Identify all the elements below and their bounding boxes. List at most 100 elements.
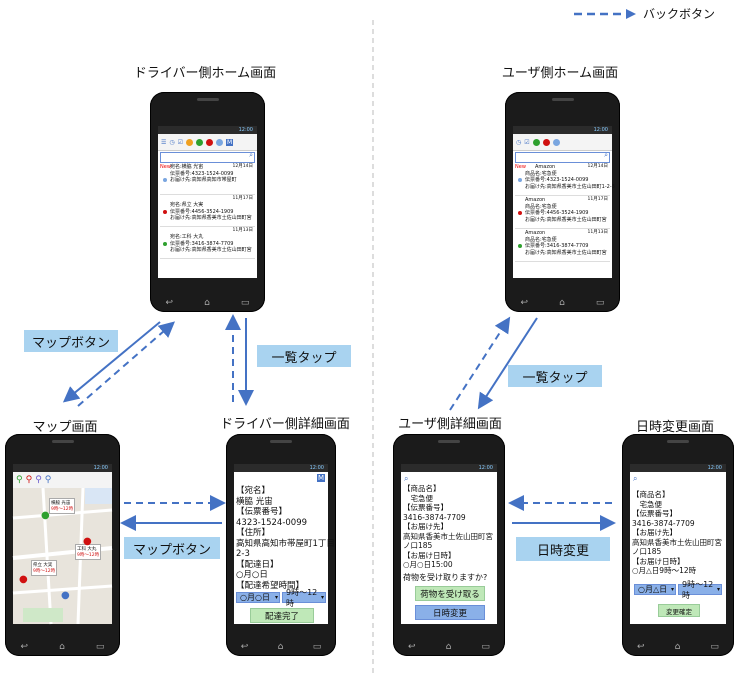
map-button-icon[interactable]: M xyxy=(316,474,325,482)
home-icon[interactable]: ⌂ xyxy=(559,298,565,308)
map-marker-icon[interactable]: ● xyxy=(83,536,92,547)
check-icon[interactable]: ☑ xyxy=(524,138,530,146)
label-list-tap-2: 一覧タップ xyxy=(508,365,602,387)
home-icon[interactable]: ⌂ xyxy=(204,298,210,308)
clock-icon[interactable]: ◷ xyxy=(516,138,522,146)
green-pin-icon[interactable]: ⚲ xyxy=(16,475,23,485)
home-icon[interactable]: ⌂ xyxy=(445,642,452,652)
check-icon[interactable]: ☑ xyxy=(177,138,184,146)
clock-icon[interactable]: ◷ xyxy=(169,138,175,146)
nav-bar: ↩ ⌂ ▭ xyxy=(5,638,120,656)
back-icon[interactable]: ↩ xyxy=(240,642,249,652)
red-pin-icon[interactable]: ⚲ xyxy=(25,475,33,485)
search-input[interactable] xyxy=(160,152,255,163)
red-filter-icon[interactable] xyxy=(206,138,214,146)
status-dot-icon xyxy=(518,211,522,215)
user-detail-text: 【商品名】 宅急便 【伝票番号】 3416-3874-7709 【お届け先】 高… xyxy=(403,484,493,569)
map-marker-icon[interactable]: ● xyxy=(19,574,28,585)
status-dot-icon xyxy=(518,244,522,248)
nav-bar: ↩ ⌂ ▭ xyxy=(150,294,265,312)
purple-pin-icon[interactable]: ⚲ xyxy=(35,475,42,485)
blue-pin-icon[interactable]: ⚲ xyxy=(44,475,52,485)
recent-apps-icon[interactable]: ▭ xyxy=(595,298,605,308)
recent-apps-icon[interactable]: ▭ xyxy=(481,642,490,652)
date-select[interactable]: ○月○日▾ xyxy=(236,592,280,603)
map-marker-icon[interactable]: ● xyxy=(61,590,70,601)
back-icon[interactable]: ↩ xyxy=(520,298,529,308)
title-driver-home: ドライバー側ホーム画面 xyxy=(133,66,277,81)
recent-apps-icon[interactable]: ▭ xyxy=(95,642,105,652)
user-detail-screen: 12:00 ⌕ 【商品名】 宅急便 【伝票番号】 3416-3874-7709 … xyxy=(401,464,497,624)
date-change-screen: 12:00 ⌕ 【商品名】 宅急便 【伝票番号】 3416-3874-7709 … xyxy=(630,464,726,624)
receive-question: 荷物を受け取りますか? xyxy=(403,573,488,582)
nav-bar: ↩ ⌂ ▭ xyxy=(226,638,336,656)
time-select[interactable]: 9時～12時▾ xyxy=(678,580,722,600)
orange-filter-icon[interactable] xyxy=(186,138,194,146)
blue-filter-icon[interactable] xyxy=(216,138,224,146)
change-datetime-button[interactable]: 日時変更 xyxy=(415,605,485,620)
home-icon[interactable]: ⌂ xyxy=(277,642,284,652)
driver-detail-screen: 12:00 M 【宛名】 横脇 光宙 【伝票番号】 4323-1524-0099… xyxy=(234,464,335,624)
home-icon[interactable]: ⌂ xyxy=(674,642,681,652)
blue-filter-icon[interactable] xyxy=(552,138,560,146)
title-user-home: ユーザ側ホーム画面 xyxy=(501,66,619,81)
home-icon[interactable]: ⌂ xyxy=(59,642,65,652)
label-date-change: 日時変更 xyxy=(516,537,610,561)
date-select[interactable]: ○月△日▾ xyxy=(634,584,676,595)
green-filter-icon[interactable] xyxy=(196,138,204,146)
back-icon[interactable]: ↩ xyxy=(408,642,416,652)
nav-bar: ↩ ⌂ ▭ xyxy=(505,294,620,312)
map-marker-icon[interactable]: ● xyxy=(41,510,50,521)
search-icon[interactable]: ⌕ xyxy=(404,474,409,483)
title-date-change: 日時変更画面 xyxy=(635,420,714,435)
map-icon[interactable]: M xyxy=(226,138,234,146)
title-map: マップ画面 xyxy=(32,420,98,435)
driver-home-screen: 12:00 ☰ ◷ ☑ M ⌕ New 宛名:横脇 光宙伝票番号:4323-15… xyxy=(158,126,257,278)
title-user-detail: ユーザ側詳細画面 xyxy=(398,417,502,432)
user-home-toolbar: ◷ ☑ xyxy=(513,134,612,151)
search-input[interactable] xyxy=(515,152,610,163)
phone-driver-detail: 12:00 M 【宛名】 横脇 光宙 【伝票番号】 4323-1524-0099… xyxy=(226,434,336,656)
label-map-button-2: マップボタン xyxy=(124,537,220,559)
delivery-complete-button[interactable]: 配達完了 xyxy=(250,608,314,623)
back-icon[interactable]: ↩ xyxy=(20,642,29,652)
list-icon[interactable]: ☰ xyxy=(161,138,167,146)
driver-home-toolbar: ☰ ◷ ☑ M xyxy=(158,134,257,151)
recent-apps-icon[interactable]: ▭ xyxy=(312,642,322,652)
back-arrow-legend-icon xyxy=(574,9,636,19)
search-icon[interactable]: ⌕ xyxy=(604,151,608,159)
recent-apps-icon[interactable]: ▭ xyxy=(240,298,250,308)
date-change-text: 【商品名】 宅急便 【伝票番号】 3416-3874-7709 【お届け先】 高… xyxy=(632,490,722,575)
status-dot-icon xyxy=(163,210,167,214)
back-icon[interactable]: ↩ xyxy=(637,642,645,652)
green-filter-icon[interactable] xyxy=(532,138,540,146)
receive-package-button[interactable]: 荷物を受け取る xyxy=(415,586,485,601)
status-dot-icon xyxy=(163,178,167,182)
red-filter-icon[interactable] xyxy=(542,138,550,146)
time-select[interactable]: 9時～12時▾ xyxy=(282,588,326,608)
confirm-change-button[interactable]: 変更確定 xyxy=(658,604,700,617)
recent-apps-icon[interactable]: ▭ xyxy=(710,642,719,652)
status-dot-icon xyxy=(163,242,167,246)
phone-driver-home: 12:00 ☰ ◷ ☑ M ⌕ New 宛名:横脇 光宙伝票番号:4323-15… xyxy=(150,92,265,312)
section-divider xyxy=(372,20,374,675)
phone-user-detail: 12:00 ⌕ 【商品名】 宅急便 【伝票番号】 3416-3874-7709 … xyxy=(393,434,505,656)
search-icon[interactable]: ⌕ xyxy=(633,474,638,483)
title-driver-detail: ドライバー側詳細画面 xyxy=(220,417,350,432)
search-icon[interactable]: ⌕ xyxy=(249,151,253,159)
back-icon[interactable]: ↩ xyxy=(165,298,174,308)
